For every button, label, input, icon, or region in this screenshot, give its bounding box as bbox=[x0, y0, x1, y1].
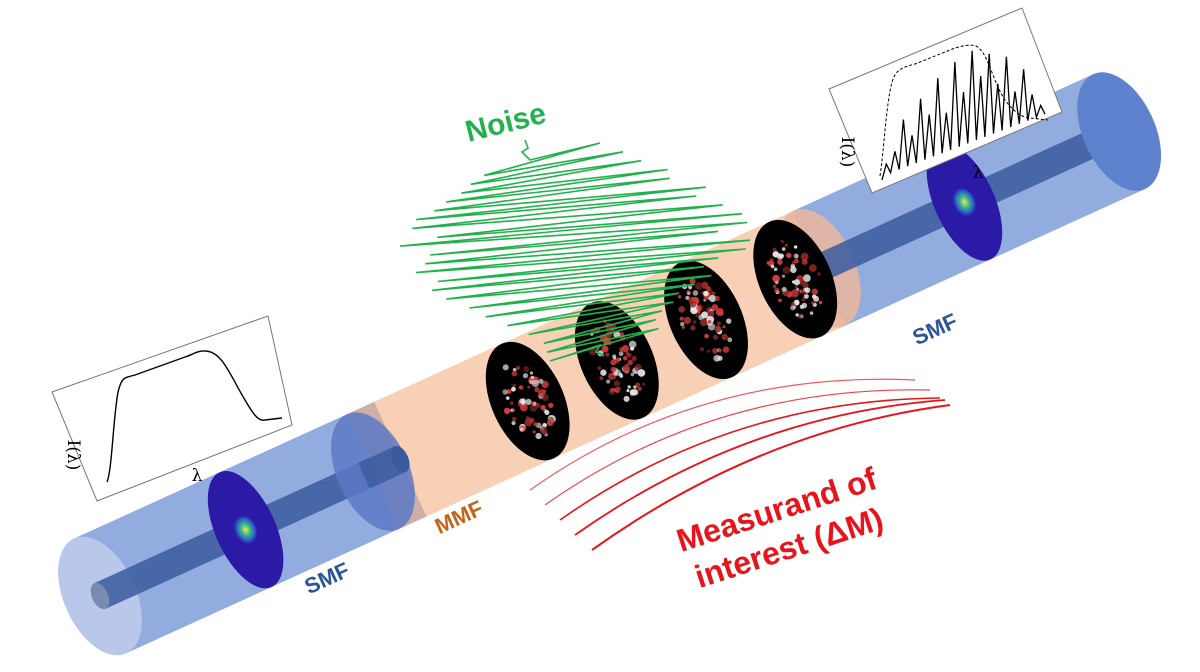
output-spectrum-ylabel: I(λ) bbox=[837, 137, 857, 168]
output-spectrum-inset: I(λ) λ bbox=[828, 7, 1063, 194]
noise-label: Noise bbox=[462, 97, 549, 149]
output-spectrum-envelope bbox=[879, 44, 1049, 177]
speckle-pattern bbox=[664, 260, 748, 380]
output-spectrum-peaks bbox=[881, 50, 1046, 181]
output-mode-disc bbox=[926, 143, 1003, 261]
fiber-assembly bbox=[58, 72, 1162, 656]
speckle-pattern bbox=[753, 219, 838, 339]
measurand-arcs bbox=[529, 378, 951, 551]
input-spectrum-xlabel: λ bbox=[192, 466, 203, 486]
noise-waveform bbox=[400, 139, 751, 362]
input-spectrum-ylabel: I(λ) bbox=[63, 440, 83, 471]
smf-right-label: SMF bbox=[909, 308, 962, 350]
speckle-pattern bbox=[485, 341, 570, 461]
input-spectrum-curve bbox=[106, 350, 283, 483]
output-spectrum-frame bbox=[828, 7, 1063, 194]
input-mode-disc bbox=[207, 470, 284, 589]
output-spectrum-xlabel: λ bbox=[973, 163, 984, 183]
input-spectrum-inset: I(λ) λ bbox=[51, 315, 293, 502]
speckle-patterns bbox=[485, 219, 838, 461]
